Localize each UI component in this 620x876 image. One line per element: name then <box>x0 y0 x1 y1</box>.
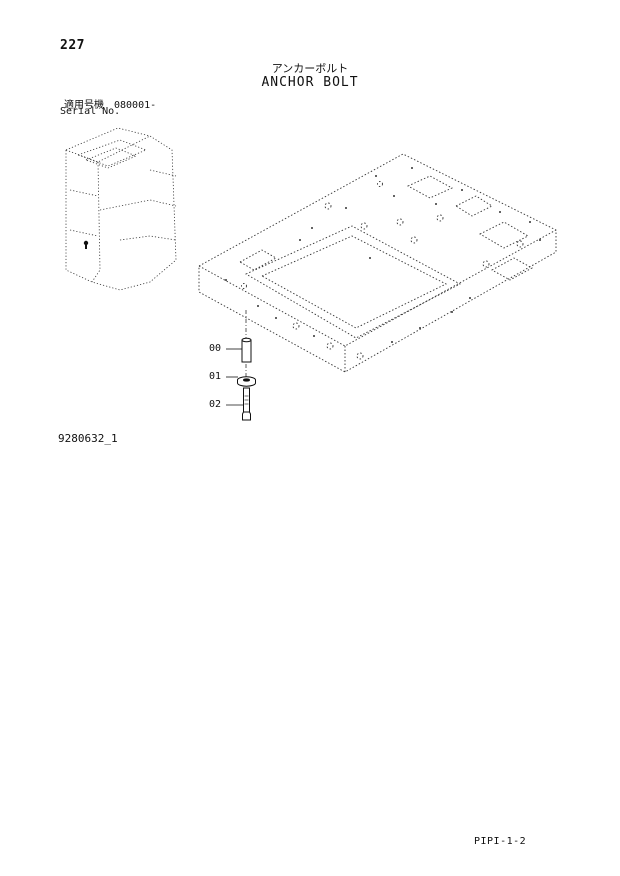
frame-plate-dots <box>225 167 541 343</box>
title-japanese: アンカーボルト <box>271 62 349 75</box>
callout-01: 01 <box>209 371 222 382</box>
part-bolt <box>242 387 251 421</box>
serial-label-japanese: 適用号機 080001- <box>64 100 157 111</box>
part-collar <box>241 337 252 363</box>
callout-02: 02 <box>209 399 222 410</box>
title-english: ANCHOR BOLT <box>261 75 359 90</box>
page-number: 227 <box>60 38 85 53</box>
locator-marker <box>83 240 89 249</box>
callout-00: 00 <box>209 343 222 354</box>
frame-plate <box>198 153 557 373</box>
figure-code: 9280632_1 <box>58 432 118 445</box>
page-reference: PIPI-1-2 <box>474 836 527 847</box>
locator-machine-thumbnail <box>65 127 177 291</box>
part-washer <box>237 376 256 387</box>
serial-label-english: Serial No. <box>60 106 121 117</box>
